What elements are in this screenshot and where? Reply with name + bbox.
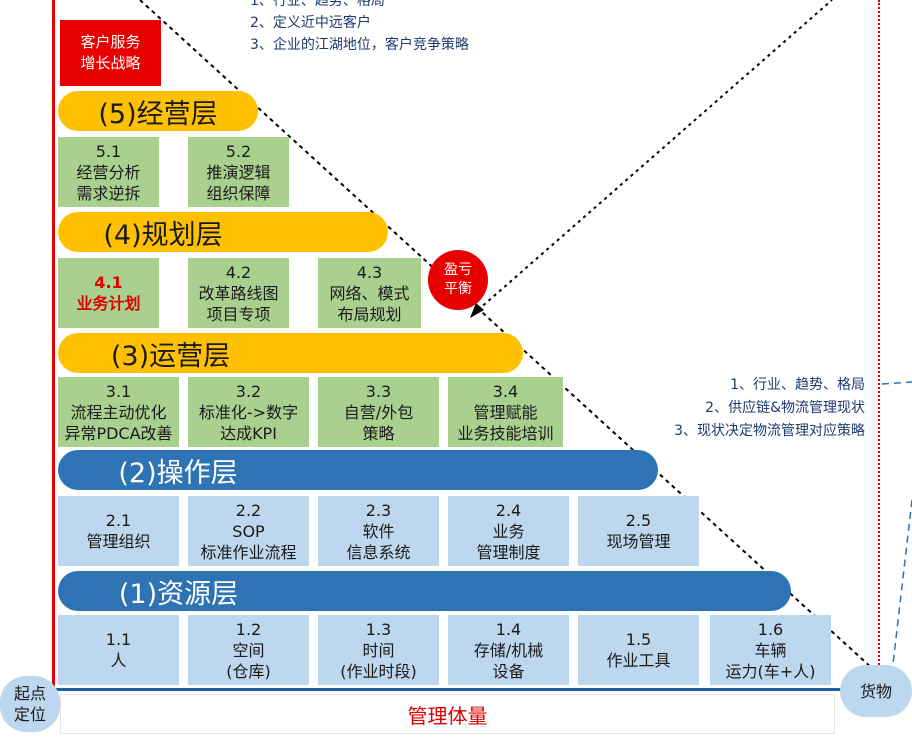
ascending-dashed-line xyxy=(477,0,833,311)
box-2-5: 2.5 现场管理 xyxy=(578,496,699,566)
layer-5-label: (5)经营层 xyxy=(98,98,218,130)
box-1-5: 1.5 作业工具 xyxy=(578,615,699,685)
baseline xyxy=(55,688,855,691)
layer-1-resources: (1)资源层 xyxy=(58,571,791,611)
goods-circle: 货物 xyxy=(840,665,912,717)
left-red-axis xyxy=(52,0,55,705)
management-volume-label: 管理体量 xyxy=(60,694,835,734)
layer-1-label: (1)资源层 xyxy=(118,578,239,610)
box-1-1: 1.1 人 xyxy=(58,615,179,685)
arrow-head xyxy=(470,303,484,318)
box-2-4: 2.4 业务 管理制度 xyxy=(448,496,569,566)
top-notes: 1、行业、趋势、格局 2、定义近中远客户 3、企业的江湖地位，客户竞争策略 xyxy=(250,0,469,53)
box-3-1: 3.1 流程主动优化 异常PDCA改善 xyxy=(58,377,179,447)
layer-2-execution: (2)操作层 xyxy=(58,450,658,490)
right-notes: 1、行业、趋势、格局 2、供应链&物流管理现状 3、现状决定物流管理对应策略 xyxy=(674,377,865,439)
layer-3-label: (3)运营层 xyxy=(110,340,231,372)
box-4-1: 4.1 业务计划 xyxy=(58,258,159,328)
layer-4-label: (4)规划层 xyxy=(103,219,223,251)
right-note-dash xyxy=(881,381,912,385)
box-3-4: 3.4 管理赋能 业务技能培训 xyxy=(448,377,563,447)
layer-3-operations: (3)运营层 xyxy=(58,333,523,373)
box-1-6: 1.6 车辆 运力(车+人) xyxy=(710,615,831,685)
box-4-3: 4.3 网络、模式 布局规划 xyxy=(318,258,421,328)
box-3-3: 3.3 自营/外包 策略 xyxy=(318,377,439,447)
box-2-1: 2.1 管理组织 xyxy=(58,496,179,566)
layer-5-business: (5)经营层 xyxy=(58,91,258,131)
layer-4-planning: (4)规划层 xyxy=(58,212,388,252)
box-4-2: 4.2 改革路线图 项目专项 xyxy=(188,258,289,328)
box-1-2: 1.2 空间 (仓库) xyxy=(188,615,309,685)
start-position-circle: 起点 定位 xyxy=(0,676,60,732)
box-1-3: 1.3 时间 (作业时段) xyxy=(318,615,439,685)
box-1-4: 1.4 存储/机械 设备 xyxy=(448,615,569,685)
box-2-2: 2.2 SOP 标准作业流程 xyxy=(188,496,309,566)
right-edge-dash xyxy=(889,499,912,691)
customer-strategy-box: 客户服务 增长战略 xyxy=(60,20,161,86)
break-even-circle: 盈亏 平衡 xyxy=(428,250,488,310)
layer-2-label: (2)操作层 xyxy=(118,457,238,489)
box-3-2: 3.2 标准化->数字 达成KPI xyxy=(188,377,309,447)
box-5-1: 5.1 经营分析 需求逆拆 xyxy=(58,137,159,207)
right-red-dotted-line xyxy=(878,0,880,705)
box-5-2: 5.2 推演逻辑 组织保障 xyxy=(188,137,289,207)
box-2-3: 2.3 软件 信息系统 xyxy=(318,496,439,566)
